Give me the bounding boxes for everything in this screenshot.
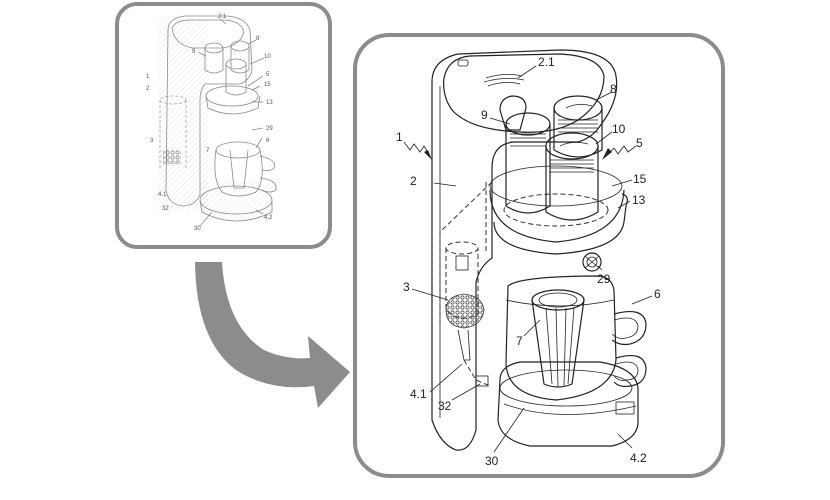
transition-arrow	[195, 262, 350, 408]
label-3: 3	[403, 280, 410, 294]
label-4-2: 4.2	[630, 451, 647, 465]
label-7: 7	[516, 334, 523, 348]
label-8: 8	[610, 82, 617, 96]
label-4-1: 4.1	[410, 387, 427, 401]
thumbnail-panel: 2.1 8 9 10 5 1 2 15 13 29 3 7 6 4.1 32 3…	[117, 4, 330, 247]
label-5: 5	[636, 136, 643, 150]
main-panel: 2.1 8 9 10 5 1 2 15 13 29 3 6 7 4.1 32 3…	[355, 35, 723, 476]
label-6: 6	[654, 287, 661, 301]
label-10: 10	[612, 122, 626, 136]
label-13: 13	[632, 193, 646, 207]
thumb-label-30: 30	[194, 226, 201, 232]
thumb-label-15: 15	[264, 82, 271, 88]
thumb-label-4-1: 4.1	[158, 192, 167, 198]
thumb-label-13: 13	[266, 100, 273, 106]
label-2-1: 2.1	[538, 55, 555, 69]
thumb-label-4-2: 4.2	[264, 215, 273, 221]
thumb-label-29: 29	[266, 126, 273, 132]
thumb-label-32: 32	[162, 206, 169, 212]
thumb-label-2-1: 2.1	[218, 14, 227, 20]
label-29: 29	[597, 272, 611, 286]
label-15: 15	[633, 172, 647, 186]
main-frame	[355, 35, 723, 476]
label-9: 9	[481, 108, 488, 122]
label-32: 32	[438, 399, 452, 413]
label-2: 2	[410, 174, 417, 188]
thumb-label-10: 10	[264, 54, 271, 60]
label-30: 30	[485, 454, 499, 468]
label-1: 1	[396, 130, 403, 144]
